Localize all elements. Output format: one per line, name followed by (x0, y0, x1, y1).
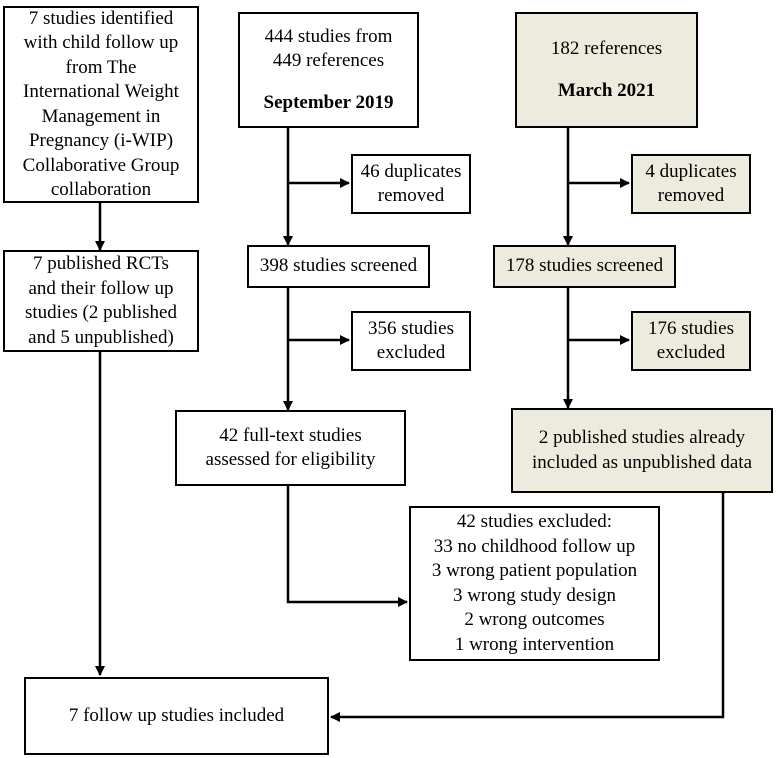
mar2021-already-included-box: 2 published studies already included as … (511, 408, 773, 493)
final-included-box: 7 follow up studies included (24, 677, 329, 755)
sep2019-fulltext-excluded-box: 42 studies excluded: 33 no childhood fol… (409, 506, 660, 661)
sep2019-duplicates-box: 46 duplicates removed (351, 154, 471, 214)
mar2021-screened-box: 178 studies screened (493, 245, 676, 288)
arrow-fulltext-to-excluded (286, 486, 408, 607)
ipd-rcts-box: 7 published RCTs and their follow up stu… (3, 250, 199, 352)
mar2021-date-label: March 2021 (557, 79, 656, 101)
ipd-source-box: 7 studies identified with child follow u… (3, 6, 199, 203)
sep2019-screened-box: 398 studies screened (247, 245, 430, 288)
mar2021-references-box: 182 references March 2021 (515, 12, 698, 128)
sep2019-excluded-box: 356 studies excluded (351, 311, 471, 371)
arrow-already-included-to-final (330, 493, 725, 722)
sep2019-fulltext-box: 42 full-text studies assessed for eligib… (175, 410, 406, 486)
sep2019-references-box: 444 studies from 449 references Septembe… (238, 12, 419, 128)
mar2021-excluded-box: 176 studies excluded (631, 311, 751, 371)
mar2021-duplicates-box: 4 duplicates removed (631, 154, 751, 214)
sep2019-date-label: September 2019 (263, 91, 394, 113)
